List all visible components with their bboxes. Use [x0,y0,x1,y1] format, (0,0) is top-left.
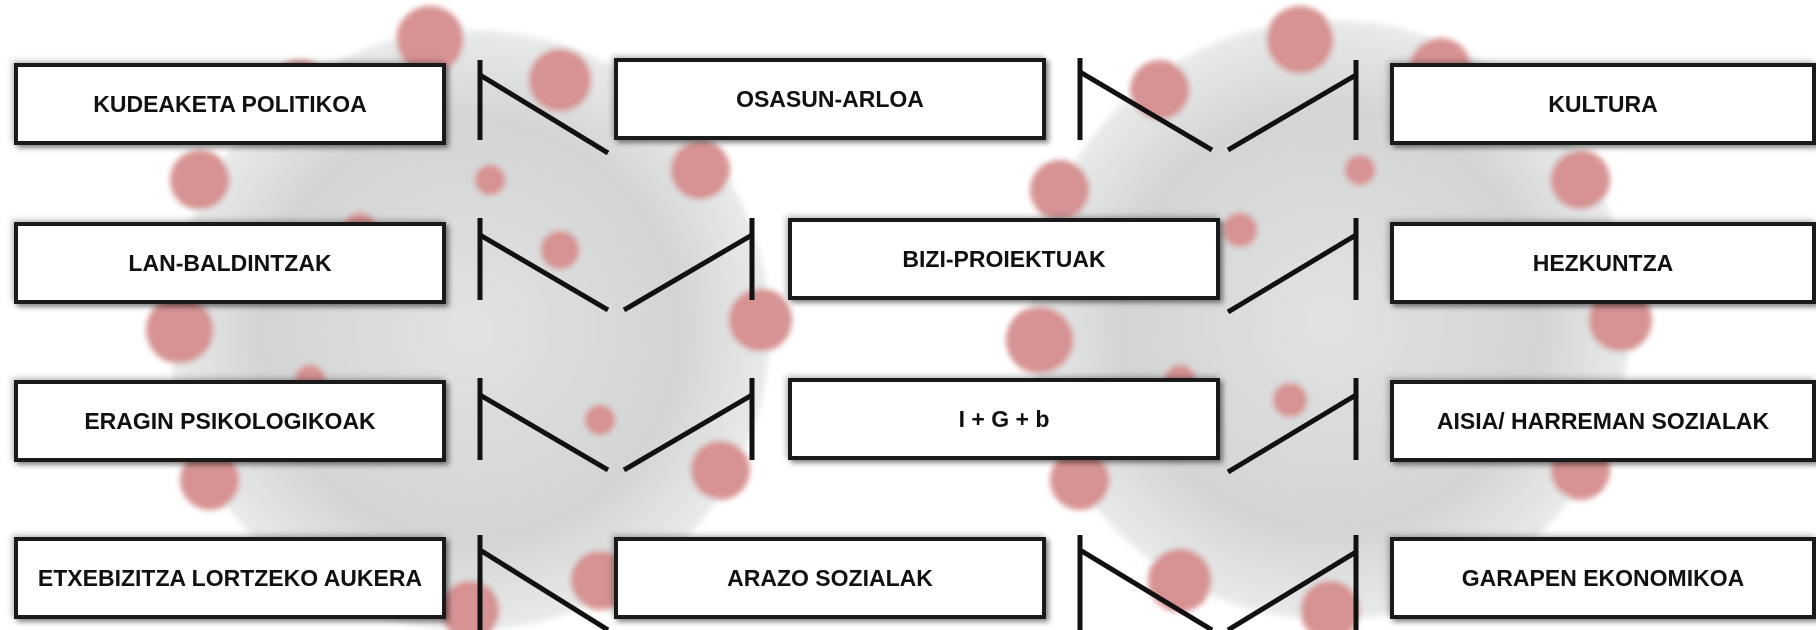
connector-left-3-diagonal-b [622,392,754,473]
box-kultura: KULTURA [1390,63,1816,145]
connector-right-4-diagonal-b [1226,549,1358,630]
box-osasun-arloa: OSASUN-ARLOA [614,58,1046,140]
connector-right-4-diagonal-a [1078,547,1214,630]
box-i-g-b: I + G + b [788,378,1220,460]
box-lan-baldintzak: LAN-BALDINTZAK [14,222,446,304]
connector-left-2-diagonal-b [622,232,754,313]
box-etxebizitza-lortzeko-aukera: ETXEBIZITZA LORTZEKO AUKERA [14,537,446,619]
box-arazo-sozialak: ARAZO SOZIALAK [614,537,1046,619]
box-hezkuntza: HEZKUNTZA [1390,222,1816,304]
connector-right-1-diagonal-b [1226,72,1358,153]
box-bizi-proiektuak: BIZI-PROIEKTUAK [788,218,1220,300]
connector-right-2-diagonal [1226,232,1358,315]
box-aisia-harreman-sozialak: AISIA/ HARREMAN SOZIALAK [1390,380,1816,462]
connector-left-4-diagonal [478,547,610,630]
box-kudeaketa-politikoa: KUDEAKETA POLITIKOA [14,63,446,145]
connector-left-2-diagonal-a [478,232,610,313]
connector-left-1-diagonal [478,72,610,156]
connector-right-1-diagonal-a [1078,69,1214,153]
connector-left-3-diagonal-a [478,392,610,473]
box-eragin-psikologikoak: ERAGIN PSIKOLOGIKOAK [14,380,446,462]
connector-right-3-diagonal [1226,392,1358,475]
box-garapen-ekonomikoa: GARAPEN EKONOMIKOA [1390,537,1816,619]
